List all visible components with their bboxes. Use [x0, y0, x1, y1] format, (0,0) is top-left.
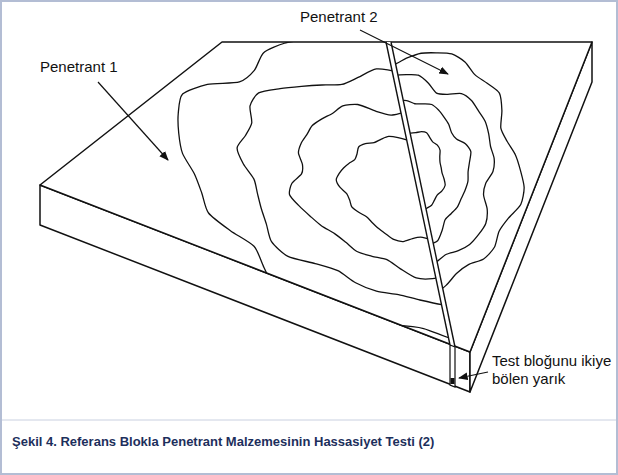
groove-notch-bottom	[451, 378, 455, 384]
callout-label: Penetrant 1	[40, 58, 160, 76]
groove-edge	[391, 42, 455, 347]
groove-edge	[386, 42, 450, 345]
groove-notch	[450, 345, 455, 387]
indication-contour	[286, 53, 524, 309]
leader-line	[459, 372, 488, 378]
leader-line	[98, 82, 168, 160]
figure-caption: Şekil 4. Referans Blokla Penetrant Malze…	[12, 434, 606, 450]
penetrant-2-indications	[286, 53, 524, 309]
indication-contour	[363, 131, 445, 224]
top-face	[40, 42, 592, 352]
indication-contour	[336, 136, 479, 241]
callout-label: Penetrant 2	[300, 8, 420, 26]
callout-label: Test bloğunu ikiye bölen yarık	[492, 352, 614, 388]
caption-rule	[2, 420, 616, 421]
groove-fill	[386, 42, 455, 347]
indication-contour	[289, 104, 534, 279]
leader-line	[360, 30, 448, 74]
indication-contour	[237, 69, 584, 313]
